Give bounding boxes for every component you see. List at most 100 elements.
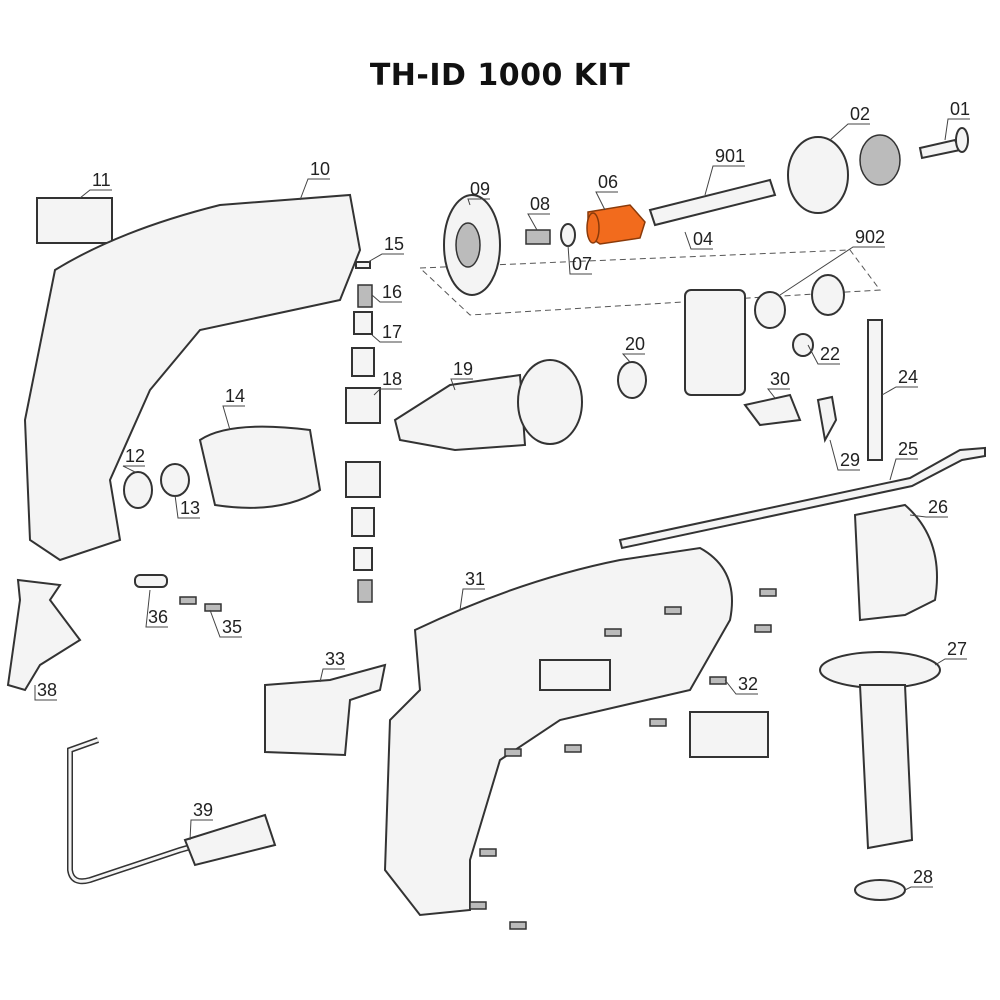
part-label-02: 02 [850,104,870,124]
leader-line-20 [621,353,645,363]
part-33-switch [264,663,387,757]
screws [179,588,777,930]
part-label-28: 28 [913,867,933,887]
screw [709,676,727,685]
screw [504,748,522,757]
part-label-12: 12 [125,446,145,466]
part-18-brush-holder-2 [345,461,381,498]
screw [204,603,222,612]
leader-line-27 [934,658,967,666]
part-20-bearing [617,361,647,399]
part-29-clip [816,395,838,443]
part-06-sleeve-highlighted [586,204,646,245]
part-label-32: 32 [738,674,758,694]
leader-line-36 [145,589,168,628]
gearbox-housing [684,289,746,396]
part-27-side-handle [858,684,914,850]
part-26-gear-case [853,503,938,622]
part-28-cap [854,879,906,901]
part-label-24: 24 [898,367,918,387]
part-label-09: 09 [470,179,490,199]
screw [649,718,667,727]
screw [604,628,622,637]
part-label-31: 31 [465,569,485,589]
part-38-cord-guard [6,578,82,692]
part-24-screw [867,319,883,461]
leader-line-32 [724,679,758,695]
part-label-15: 15 [384,234,404,254]
leader-line-01 [944,118,970,141]
leader-line-33 [319,668,345,683]
part-30-plate [743,393,802,427]
part-14-stator [198,425,322,509]
part-label-39: 39 [193,800,213,820]
part-label-36: 36 [148,607,168,627]
leader-line-17 [371,334,402,343]
screw-head [955,127,969,153]
screw [564,744,582,753]
part-39-plug [183,813,277,867]
screw [479,848,497,857]
screw [664,606,682,615]
part-label-14: 14 [225,386,245,406]
part-15 [355,261,371,269]
chuck-teeth [859,134,901,186]
part-label-13: 13 [180,498,200,518]
leader-line-08 [527,213,550,231]
part-17-holder [351,347,375,377]
leader-line-22 [807,344,840,365]
armature-fan [517,359,583,445]
leader-line-16 [371,294,402,303]
part-label-35: 35 [222,617,242,637]
part-18-brush-holder [345,387,381,424]
housing-label-area [539,659,611,691]
cord-inner [68,738,251,883]
part-label-18: 18 [382,369,402,389]
part-label-08: 08 [530,194,550,214]
leader-line-15 [367,253,404,263]
part-label-902: 902 [855,227,885,247]
leader-line-06 [595,191,618,211]
part-label-22: 22 [820,344,840,364]
part-label-07: 07 [572,254,592,274]
part-25-depth-rod [618,446,986,550]
part-16-spring-2 [357,579,373,603]
leader-line-901 [704,165,745,196]
part-label-33: 33 [325,649,345,669]
leader-line-35 [209,609,242,638]
part-label-25: 25 [898,439,918,459]
leader-line-09 [467,198,490,206]
part-19-armature [393,373,527,452]
leader-line-18 [373,388,402,396]
part-02-chuck [787,136,849,214]
screw [469,901,487,910]
part-label-27: 27 [947,639,967,659]
leader-line-19 [450,378,473,391]
part-07-ring [560,223,576,247]
leader-line-31 [459,588,485,611]
part-label-26: 26 [928,497,948,517]
leader-line-10 [299,178,330,201]
part-17-brush-2 [353,547,373,571]
part-39-cord [67,737,251,885]
part-label-901: 901 [715,146,745,166]
part-17-brush [353,311,373,335]
screw [754,624,772,633]
part-10-housing [23,193,362,562]
leader-line-902 [779,246,885,296]
part-label-30: 30 [770,369,790,389]
part-label-11: 11 [92,170,111,190]
screw [759,588,777,597]
part-31-housing [383,546,733,917]
part-13-washer [160,463,190,497]
part-16-spring [357,284,373,308]
leader-line-04 [684,231,713,250]
part-label-04: 04 [693,229,713,249]
leader-line-30 [766,388,790,399]
part-label-01: 01 [950,99,970,119]
part-label-06: 06 [598,172,618,192]
leader-line-14 [222,405,245,431]
